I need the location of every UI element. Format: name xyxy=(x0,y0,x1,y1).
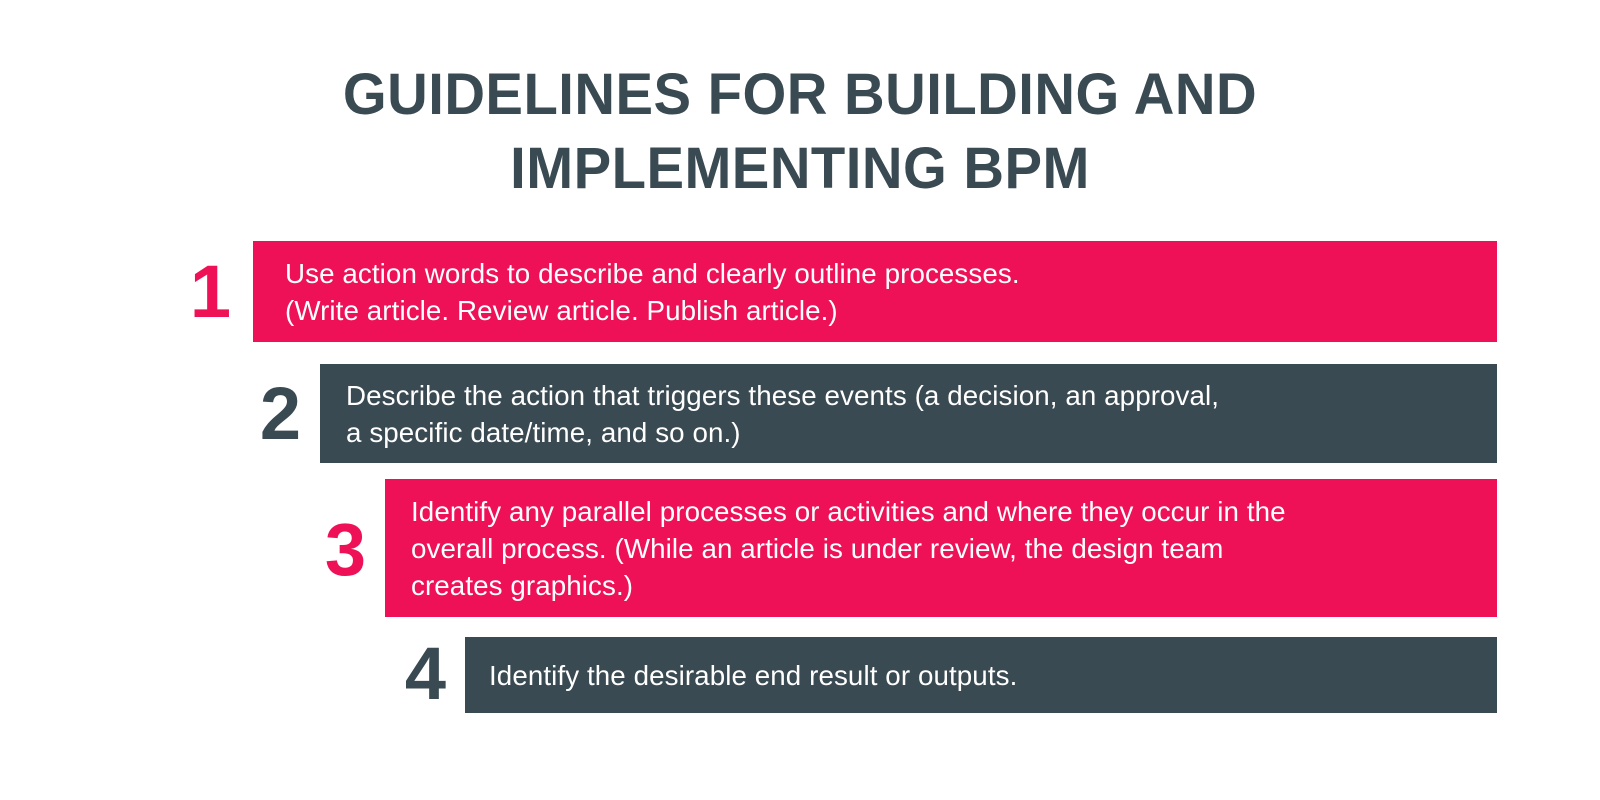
step-text-4-line-1: Identify the desirable end result or out… xyxy=(489,659,1018,691)
step-text-3-line-2: overall process. (While an article is un… xyxy=(411,532,1224,564)
step-text-1-line-2: (Write article. Review article. Publish … xyxy=(285,294,838,326)
step-number-2: 2 xyxy=(259,372,301,455)
step-number-4: 4 xyxy=(404,632,446,715)
page-title-line-2: IMPLEMENTING BPM xyxy=(510,136,1090,201)
step-text-2-line-1: Describe the action that triggers these … xyxy=(346,379,1220,411)
step-number-1: 1 xyxy=(189,250,231,333)
step-bar-4: Identify the desirable end result or out… xyxy=(465,637,1497,713)
step-bar-3: Identify any parallel processes or activ… xyxy=(385,479,1497,617)
step-number-3: 3 xyxy=(324,508,366,591)
step-bar-2: Describe the action that triggers these … xyxy=(320,364,1497,463)
step-text-1-line-1: Use action words to describe and clearly… xyxy=(285,257,1020,289)
step-text-3-line-3: creates graphics.) xyxy=(411,569,634,601)
step-text-3-line-1: Identify any parallel processes or activ… xyxy=(411,495,1286,527)
page-title-line-1: GUIDELINES FOR BUILDING AND xyxy=(342,62,1258,127)
step-bar-1: Use action words to describe and clearly… xyxy=(253,241,1497,342)
page-title: GUIDELINES FOR BUILDING AND IMPLEMENTING… xyxy=(250,58,1350,206)
step-text-2-line-2: a specific date/time, and so on.) xyxy=(346,416,741,448)
